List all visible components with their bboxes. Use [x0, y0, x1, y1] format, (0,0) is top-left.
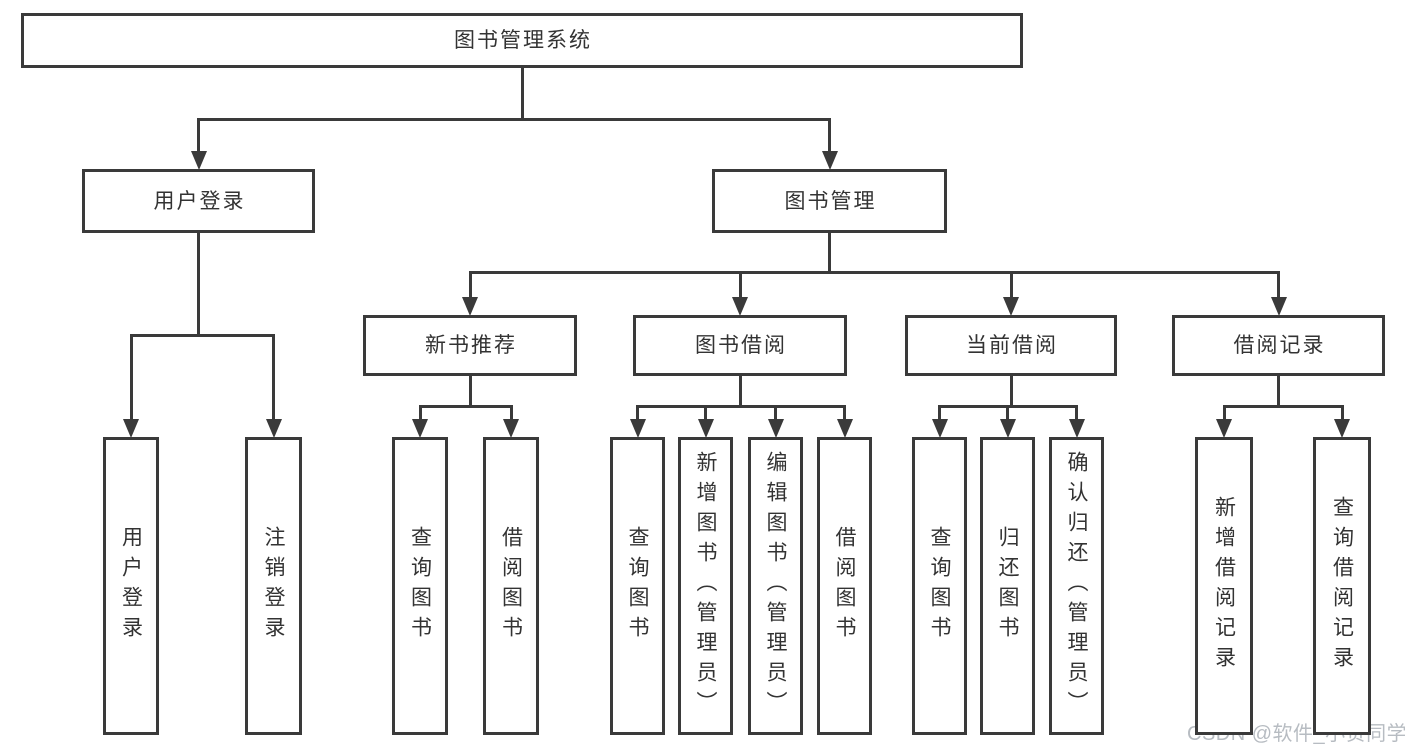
arrow-down-icon: [1003, 297, 1019, 316]
arrow-down-icon: [462, 297, 478, 316]
connector-line: [843, 406, 846, 420]
connector-line: [509, 406, 513, 420]
node-label-root: 图书管理系统: [454, 29, 592, 52]
connector-line: [704, 406, 707, 420]
node-current-borrow: 当前借阅: [905, 315, 1117, 376]
node-label-leaf-return-book: 归还图书: [996, 526, 1019, 646]
node-label-book-borrow: 图书借阅: [695, 334, 787, 357]
node-label-leaf-edit-book: 编辑图书（管理员）: [764, 451, 787, 721]
node-leaf-user-login: 用户登录: [103, 437, 159, 735]
arrow-down-icon: [190, 151, 207, 170]
node-label-leaf-add-book: 新增图书（管理员）: [694, 451, 717, 721]
arrow-down-icon: [123, 419, 139, 438]
node-label-user-login: 用户登录: [153, 189, 246, 213]
connector-line: [828, 119, 831, 152]
connector-line: [1340, 406, 1344, 420]
arrow-down-icon: [1334, 419, 1350, 438]
node-leaf-query-record: 查询借阅记录: [1313, 437, 1371, 735]
node-label-leaf-borrow-book-2: 借阅图书: [833, 526, 856, 646]
connector-line: [738, 272, 742, 298]
connector-line: [129, 333, 275, 337]
arrow-down-icon: [265, 419, 282, 438]
arrow-down-icon: [931, 419, 948, 438]
arrow-down-icon: [821, 151, 838, 170]
node-label-new-book-rec: 新书推荐: [425, 334, 517, 357]
node-root: 图书管理系统: [21, 13, 1023, 68]
node-borrow-records: 借阅记录: [1172, 315, 1385, 376]
node-leaf-borrow-book-1: 借阅图书: [483, 437, 539, 735]
arrow-down-icon: [1270, 297, 1287, 316]
arrow-down-icon: [503, 419, 519, 438]
connector-line: [520, 67, 524, 121]
node-label-leaf-query-book-1: 查询图书: [408, 526, 432, 646]
node-book-borrow: 图书借阅: [633, 315, 847, 376]
connector-line: [418, 404, 513, 408]
node-leaf-query-book-3: 查询图书: [912, 437, 967, 735]
node-label-current-borrow: 当前借阅: [966, 334, 1058, 357]
node-leaf-query-book-1: 查询图书: [392, 437, 448, 735]
arrow-down-icon: [629, 419, 646, 438]
node-label-leaf-confirm-return: 确认归还（管理员）: [1065, 451, 1088, 721]
node-label-leaf-query-book-2: 查询图书: [626, 526, 649, 646]
node-leaf-add-record: 新增借阅记录: [1195, 437, 1253, 735]
arrow-down-icon: [1216, 419, 1232, 438]
connector-line: [636, 406, 639, 420]
connector-line: [418, 406, 422, 420]
connector-line: [1009, 375, 1013, 408]
arrow-down-icon: [732, 297, 748, 316]
connector-line: [197, 119, 200, 152]
node-leaf-logout: 注销登录: [245, 437, 302, 735]
arrow-down-icon: [836, 419, 853, 438]
arrow-down-icon: [999, 419, 1016, 438]
node-leaf-edit-book: 编辑图书（管理员）: [748, 437, 803, 735]
connector-line: [468, 375, 472, 408]
arrow-down-icon: [767, 419, 784, 438]
node-label-leaf-user-login: 用户登录: [119, 526, 143, 646]
node-label-leaf-query-book-3: 查询图书: [928, 526, 951, 646]
connector-line: [129, 335, 133, 420]
connector-line: [197, 232, 200, 337]
connector-line: [1075, 406, 1078, 420]
connector-line: [468, 272, 472, 298]
node-leaf-query-book-2: 查询图书: [610, 437, 665, 735]
node-book-mgmt: 图书管理: [712, 169, 947, 233]
connector-line: [636, 404, 846, 408]
connector-line: [738, 375, 742, 408]
arrow-down-icon: [1068, 419, 1085, 438]
node-leaf-add-book: 新增图书（管理员）: [678, 437, 733, 735]
node-new-book-rec: 新书推荐: [363, 315, 577, 376]
node-label-leaf-query-record: 查询借阅记录: [1330, 496, 1354, 676]
connector-line: [1277, 375, 1280, 408]
arrow-down-icon: [697, 419, 714, 438]
connector-line: [197, 117, 831, 121]
connector-line: [1222, 406, 1226, 420]
node-label-leaf-add-record: 新增借阅记录: [1212, 496, 1236, 676]
node-leaf-borrow-book-2: 借阅图书: [817, 437, 872, 735]
node-user-login: 用户登录: [82, 169, 315, 233]
node-label-borrow-records: 借阅记录: [1233, 334, 1326, 357]
node-label-leaf-borrow-book-1: 借阅图书: [499, 526, 523, 646]
connector-line: [774, 406, 777, 420]
connector-line: [468, 270, 1280, 274]
connector-line: [828, 232, 831, 274]
node-leaf-return-book: 归还图书: [980, 437, 1035, 735]
connector-line: [1277, 272, 1280, 298]
node-label-leaf-logout: 注销登录: [262, 526, 285, 646]
connector-line: [272, 335, 275, 420]
node-label-book-mgmt: 图书管理: [784, 189, 877, 213]
connector-line: [1006, 406, 1009, 420]
arrow-down-icon: [412, 419, 428, 438]
connector-line: [1222, 404, 1344, 408]
node-leaf-confirm-return: 确认归还（管理员）: [1049, 437, 1104, 735]
connector-line: [1009, 272, 1013, 298]
connector-line: [938, 406, 941, 420]
